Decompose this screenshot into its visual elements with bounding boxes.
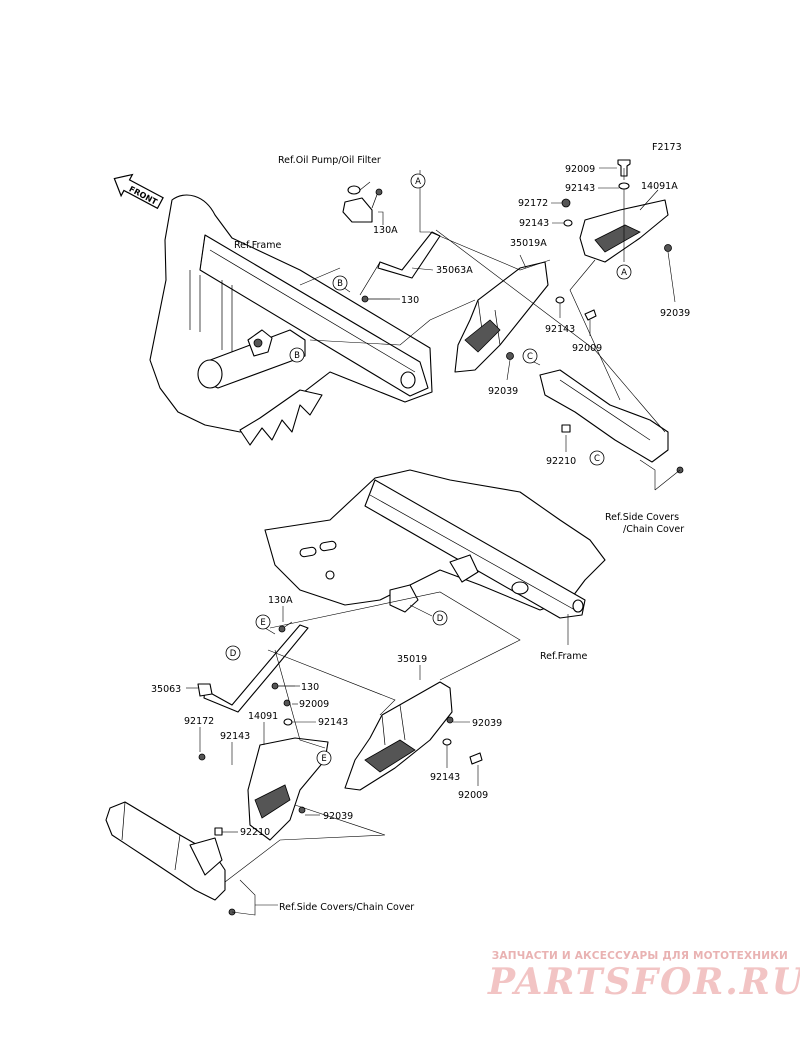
svg-text:B: B [337,279,343,289]
label-92039-bottom-a: 92039 [323,811,353,822]
bolt-92009-top-b [584,309,597,321]
front-arrow-icon: FRONT [113,173,164,210]
bolt-130A-top [371,188,383,209]
callout-D-bottom-1: D [225,645,241,661]
clip-92210-top [561,424,571,433]
washer-92143-top-a [618,182,630,190]
watermark-tagline: ЗАПЧАСТИ И АКСЕССУАРЫ ДЛЯ МОТОТЕХНИКИ [491,950,788,962]
oil-pump-bracket [342,197,373,223]
label-130A-top: 130A [373,225,398,236]
callout-B-top-1: B [332,275,348,291]
bolt-92039-bottom-a [298,806,306,814]
label-14091A: 14091A [641,181,678,192]
label-92039-top-b: 92039 [488,386,518,397]
frame-rail-bottom [364,479,586,619]
svg-text:B: B [294,351,300,361]
label-92039-bottom-b: 92039 [472,718,502,729]
svg-text:D: D [230,649,237,659]
pipe-35063A [377,231,441,279]
label-35019: 35019 [397,654,427,665]
label-35019A: 35019A [510,238,547,249]
svg-text:A: A [415,177,421,187]
figure-code: F2173 [652,142,682,153]
label-35063A: 35063A [436,265,473,276]
clip-92210-bottom [214,827,223,836]
callout-B-top-2: B [289,347,305,363]
ref-frame-top: Ref.Frame [234,240,281,251]
label-92039-top-a: 92039 [660,308,690,319]
pipe-35063 [203,624,309,713]
screw-92172-top [561,198,571,208]
svg-text:E: E [321,754,326,764]
label-92172-top: 92172 [518,198,548,209]
bolt-92039-top-b [506,352,514,360]
bolt-92039-top-a [664,244,672,252]
label-92210-bottom: 92210 [240,827,270,838]
label-92009-bottom-a: 92009 [299,699,329,710]
top-assembly: 92009 92143 14091A 92172 92143 35019A 13… [149,155,690,535]
ref-frame-bottom: Ref.Frame [540,651,587,662]
label-92143-top-c: 92143 [545,324,575,335]
bolt-92039-bottom-b [446,716,454,724]
callout-D-bottom-2: D [432,610,448,626]
cover-14091 [247,737,329,841]
ref-side-covers-top: Ref.Side Covers /Chain Cover [605,512,684,535]
label-92143-bottom-a: 92143 [318,717,348,728]
bolt-130A-bottom [278,621,293,633]
label-92009-bottom-b: 92009 [458,790,488,801]
bottom-assembly: 130A 35019 35063 130 92009 14091 92143 9… [105,469,606,916]
label-92143-bottom-c: 92143 [430,772,460,783]
callout-C-top-1: C [522,348,538,364]
chain-guard-top [539,369,669,463]
label-92009-top-b: 92009 [572,343,602,354]
bolt-130-bottom [271,682,295,690]
label-35063: 35063 [151,684,181,695]
ref-side-covers-top-line1: Ref.Side Covers [605,512,679,523]
watermark: ЗАПЧАСТИ И АКСЕССУАРЫ ДЛЯ МОТОТЕХНИКИ PA… [488,950,800,1003]
label-130-top: 130 [401,295,419,306]
label-130A-bottom: 130A [268,595,293,606]
callout-A-top-1: A [410,173,426,189]
callout-E-bottom-2: E [316,750,332,766]
label-92143-top-b: 92143 [519,218,549,229]
svg-text:D: D [437,614,444,624]
ref-oil-pump: Ref.Oil Pump/Oil Filter [278,155,381,166]
label-92172-bottom: 92172 [184,716,214,727]
swingarm-bottom [105,801,226,901]
callout-A-top-2: A [616,264,632,280]
label-14091: 14091 [248,711,278,722]
bolt-130-top [361,295,390,303]
callout-E-bottom-1: E [255,614,271,630]
label-92143-top-a: 92143 [565,183,595,194]
washer-92143-bottom-c [442,738,452,746]
screw-92172-bottom [198,753,206,761]
washer-92143-top-b [563,219,573,227]
label-92143-bottom-b: 92143 [220,731,250,742]
svg-text:A: A [621,268,627,278]
ref-side-covers-bottom: Ref.Side Covers/Chain Cover [279,902,414,913]
svg-text:C: C [594,454,600,464]
washer-92143-bottom-a [283,718,293,726]
bolt-92009-bottom-b [469,752,483,765]
svg-text:C: C [527,352,533,362]
label-92009-top-a: 92009 [565,164,595,175]
callout-C-top-2: C [589,450,605,466]
ref-side-covers-top-line2: /Chain Cover [623,524,684,535]
svg-text:E: E [260,618,265,628]
label-130-bottom: 130 [301,682,319,693]
washer-92143-top-c [555,296,565,304]
label-92210-top: 92210 [546,456,576,467]
watermark-brand: PARTSFOR.RU [488,961,800,1003]
